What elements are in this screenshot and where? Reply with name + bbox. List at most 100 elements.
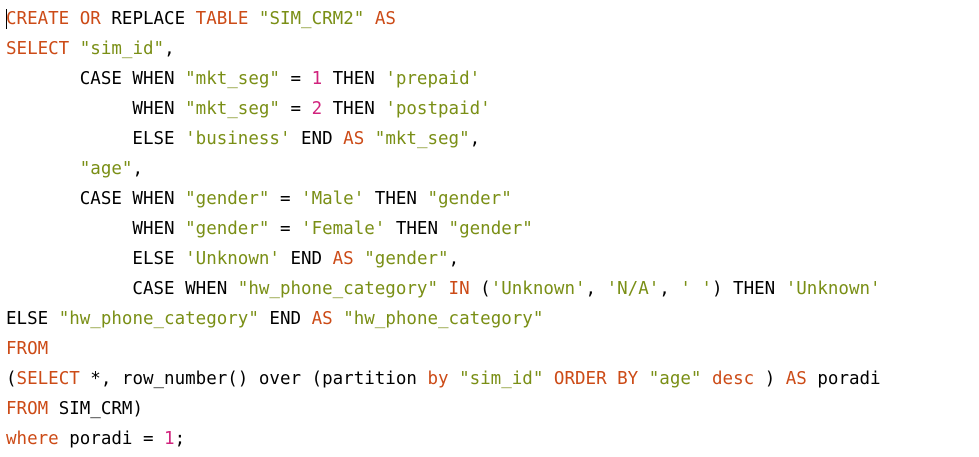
code-text bbox=[248, 9, 259, 29]
code-text: REPLACE bbox=[100, 9, 196, 29]
keyword-token: IN bbox=[448, 279, 470, 299]
string-token: "mkt_seg" bbox=[374, 129, 470, 149]
code-text: END bbox=[279, 249, 333, 269]
keyword-token: by bbox=[427, 369, 449, 389]
string-token: 'prepaid' bbox=[385, 69, 481, 89]
code-text: , bbox=[469, 129, 481, 149]
string-token: "mkt_seg" bbox=[185, 99, 280, 119]
code-line-14: FROM SIM_CRM) bbox=[6, 394, 881, 424]
string-token: "gender" bbox=[185, 189, 270, 209]
code-text: ( bbox=[469, 279, 491, 299]
code-text bbox=[69, 9, 80, 29]
string-token: 'Female' bbox=[301, 219, 386, 239]
code-text: = bbox=[269, 189, 302, 209]
code-text: , bbox=[448, 249, 460, 269]
code-text: CASE WHEN bbox=[6, 189, 186, 209]
keyword-token: AS bbox=[343, 129, 365, 149]
code-text bbox=[638, 369, 649, 389]
string-token: "hw_phone_category" bbox=[237, 279, 438, 299]
code-text: , bbox=[659, 279, 681, 299]
code-line-10: CASE WHEN "hw_phone_category" IN ('Unkno… bbox=[6, 274, 881, 304]
code-line-8: WHEN "gender" = 'Female' THEN "gender" bbox=[6, 214, 881, 244]
code-text bbox=[364, 129, 375, 149]
keyword-token: FROM bbox=[6, 339, 49, 359]
code-line-13: (SELECT *, row_number() over (partition … bbox=[6, 364, 881, 394]
code-line-7: CASE WHEN "gender" = 'Male' THEN "gender… bbox=[6, 184, 881, 214]
code-line-3: CASE WHEN "mkt_seg" = 1 THEN 'prepaid' bbox=[6, 64, 881, 94]
string-token: "hw_phone_category" bbox=[58, 309, 259, 329]
string-token: ' ' bbox=[680, 279, 712, 299]
code-text: WHEN bbox=[6, 219, 186, 239]
code-line-5: ELSE 'business' END AS "mkt_seg", bbox=[6, 124, 881, 154]
keyword-token: desc bbox=[712, 369, 755, 389]
string-token: "hw_phone_category" bbox=[343, 309, 544, 329]
code-text: THEN bbox=[322, 99, 386, 119]
code-text: END bbox=[290, 129, 344, 149]
code-text: , bbox=[585, 279, 607, 299]
code-text: = bbox=[269, 219, 302, 239]
code-text: WHEN bbox=[6, 99, 186, 119]
string-token: 'Unknown' bbox=[785, 279, 881, 299]
code-text: , bbox=[132, 159, 143, 179]
code-line-15: where poradi = 1; bbox=[6, 424, 881, 454]
keyword-token: AS bbox=[785, 369, 807, 389]
keyword-token: SELECT bbox=[6, 39, 70, 59]
code-text: ) THEN bbox=[711, 279, 786, 299]
string-token: "gender" bbox=[364, 249, 449, 269]
code-line-9: ELSE 'Unknown' END AS "gender", bbox=[6, 244, 881, 274]
code-text: SIM_CRM) bbox=[48, 399, 143, 419]
code-text: poradi = bbox=[58, 429, 165, 449]
code-text: ; bbox=[174, 429, 186, 449]
string-token: "sim_id" bbox=[79, 39, 165, 59]
keyword-token: CREATE bbox=[6, 9, 70, 29]
keyword-token: ORDER BY bbox=[553, 369, 639, 389]
string-token: 'Unknown' bbox=[185, 249, 280, 269]
keyword-token: OR bbox=[79, 9, 101, 29]
code-text: ELSE bbox=[6, 249, 186, 269]
code-text: ELSE bbox=[6, 309, 59, 329]
code-text: ) bbox=[754, 369, 786, 389]
code-text: CASE WHEN bbox=[6, 279, 238, 299]
code-text bbox=[69, 39, 80, 59]
code-text bbox=[354, 249, 365, 269]
string-token: "sim_id" bbox=[459, 369, 544, 389]
code-text: = bbox=[279, 99, 312, 119]
string-token: "gender" bbox=[448, 219, 533, 239]
code-line-4: WHEN "mkt_seg" = 2 THEN 'postpaid' bbox=[6, 94, 881, 124]
code-text: END bbox=[258, 309, 312, 329]
code-line-2: SELECT "sim_id", bbox=[6, 34, 881, 64]
string-token: "age" bbox=[79, 159, 133, 179]
keyword-token: SELECT bbox=[16, 369, 80, 389]
code-text bbox=[438, 279, 449, 299]
code-text: = bbox=[279, 69, 312, 89]
code-line-12: FROM bbox=[6, 334, 881, 364]
keyword-token: TABLE bbox=[195, 9, 249, 29]
keyword-token: where bbox=[6, 429, 59, 449]
string-token: 'postpaid' bbox=[385, 99, 491, 119]
text-cursor bbox=[6, 9, 7, 29]
code-text: CASE WHEN bbox=[6, 69, 186, 89]
code-text: THEN bbox=[385, 219, 449, 239]
code-text: *, row_number() over (partition bbox=[79, 369, 428, 389]
keyword-token: AS bbox=[311, 309, 333, 329]
string-token: 'Male' bbox=[301, 189, 365, 209]
string-token: "mkt_seg" bbox=[185, 69, 280, 89]
code-text: , bbox=[164, 39, 175, 59]
code-text: poradi bbox=[806, 369, 881, 389]
string-token: 'business' bbox=[185, 129, 291, 149]
code-text bbox=[543, 369, 554, 389]
keyword-token: AS bbox=[332, 249, 354, 269]
code-text: THEN bbox=[322, 69, 386, 89]
code-text: ( bbox=[6, 369, 17, 389]
keyword-token: FROM bbox=[6, 399, 49, 419]
code-text bbox=[333, 309, 344, 329]
number-token: 1 bbox=[164, 429, 175, 449]
code-line-1: CREATE OR REPLACE TABLE "SIM_CRM2" AS bbox=[6, 4, 881, 34]
string-token: "gender" bbox=[185, 219, 270, 239]
code-line-11: ELSE "hw_phone_category" END AS "hw_phon… bbox=[6, 304, 881, 334]
string-token: 'Unknown' bbox=[490, 279, 586, 299]
code-text bbox=[449, 369, 460, 389]
code-text bbox=[364, 9, 375, 29]
